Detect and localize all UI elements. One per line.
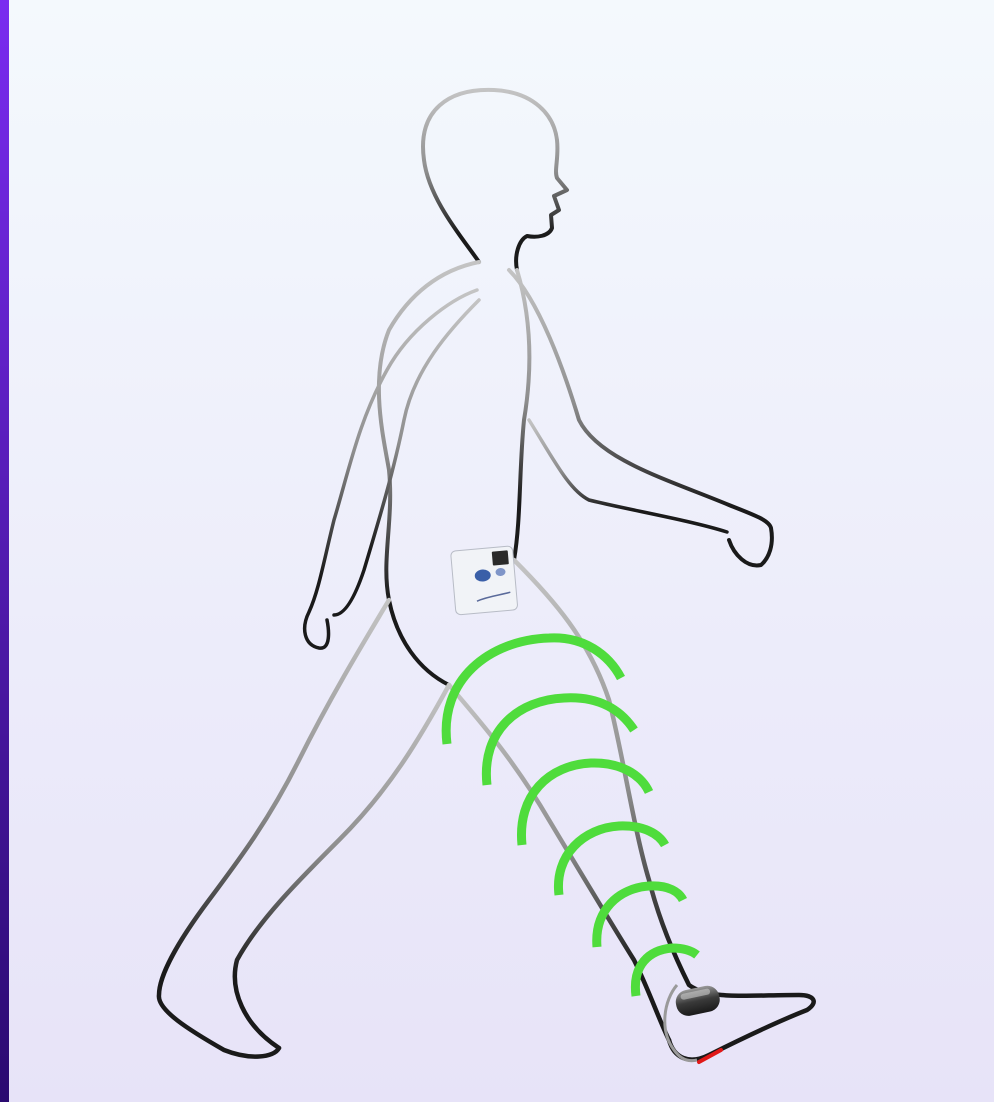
stimulator-screen: [492, 550, 509, 565]
signal-wave-1: [446, 638, 621, 744]
back-outline: [379, 262, 479, 685]
waist-stimulator-unit: [451, 546, 518, 615]
front-arm-outline: [509, 270, 772, 565]
walking-figure-diagram: [9, 0, 994, 1102]
front-arm-inner: [529, 420, 727, 532]
diagram-canvas: [9, 0, 994, 1102]
trailing-leg-outline: [159, 600, 389, 1057]
head-outline: [423, 90, 567, 270]
front-torso-outline: [514, 270, 529, 560]
leg-cuff-sensor: [674, 984, 722, 1019]
trailing-leg-inner: [235, 685, 449, 1048]
left-edge-bar: [0, 0, 9, 1102]
signal-wave-6: [635, 948, 697, 996]
signal-waves: [446, 638, 697, 996]
